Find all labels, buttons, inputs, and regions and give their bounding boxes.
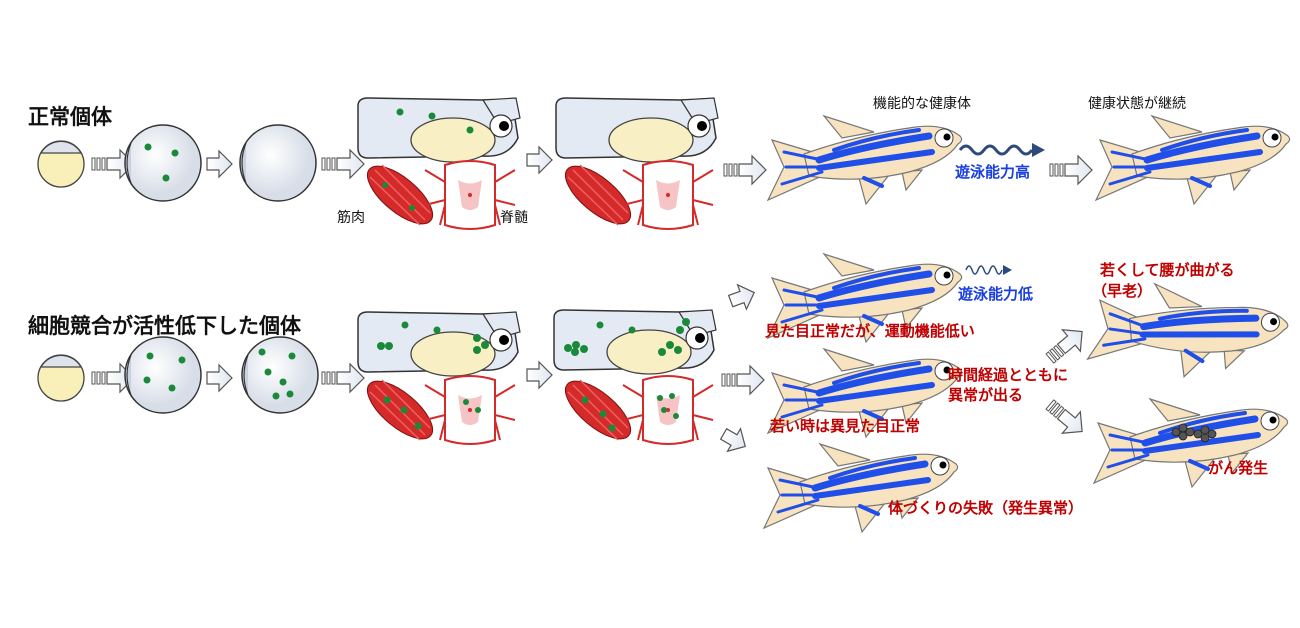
time-arrow-down [1040, 393, 1092, 443]
step-arrow [206, 364, 233, 392]
muscle [555, 370, 641, 450]
step-arrow [723, 155, 767, 185]
cord-cells [463, 399, 481, 413]
wavy-arrow-strong [958, 143, 1045, 157]
larva-with-cells [357, 97, 521, 163]
label-health-continues: 健康状態が継続 [1088, 95, 1186, 112]
larva [555, 97, 719, 163]
muscle [357, 370, 443, 450]
label-spinal-cord: 脊髄 [500, 210, 528, 226]
label-early-bending: 若くして腰が曲がる [1099, 261, 1235, 279]
muscle-cells [581, 396, 616, 432]
step-arrow [321, 149, 365, 179]
healthy-fish [768, 116, 962, 204]
label-cancer: がん発生 [1208, 459, 1268, 477]
label-swim-high: 遊泳能力高 [955, 163, 1030, 181]
label-low-motor: 見た目正常だが、運動機能低い [764, 322, 975, 340]
step-arrow [526, 361, 553, 389]
row-title-normal: 正常個体 [28, 105, 113, 129]
healthy-fish-later [1096, 116, 1290, 204]
label-functional-healthy: 機能的な健康体 [873, 95, 971, 112]
label-young-normal: 若い時は異見た目正常 [769, 417, 920, 435]
row-title-reduced: 細胞競合が活性低下した個体 [28, 314, 302, 338]
spinal-cord [424, 375, 516, 445]
muscle [555, 155, 641, 235]
spinal-cord [622, 160, 714, 230]
step-arrow [526, 146, 553, 174]
label-swim-low: 遊泳能力低 [958, 285, 1033, 303]
muscle-cells [382, 182, 415, 211]
sphere-embryo-late [239, 124, 317, 202]
step-arrow [321, 363, 365, 393]
label-muscle: 筋肉 [337, 209, 365, 226]
branch-arrow-mid [721, 365, 765, 395]
muscle-cells [383, 396, 422, 430]
time-arrow-up [1040, 320, 1092, 370]
larva-with-cells [357, 311, 521, 377]
sphere-embryo-early [124, 336, 202, 414]
wavy-arrow-weak [965, 265, 1012, 275]
sphere-embryo-early [124, 124, 202, 202]
branch-arrow-up [725, 279, 760, 314]
spinal-cord [622, 375, 714, 445]
larva-with-cell-clusters [553, 309, 717, 375]
muscle [357, 155, 443, 235]
cord-cells [657, 393, 679, 419]
label-dev-defect: 体づくりの失敗（発生異常） [888, 499, 1083, 517]
egg [37, 354, 85, 402]
branch-arrow-down [716, 422, 753, 459]
fish-with-tumor [1094, 399, 1288, 487]
label-over-time-2: 異常が出る [948, 386, 1023, 404]
label-over-time-1: 時間経過とともに [948, 366, 1068, 384]
sphere-embryo-late [241, 336, 319, 414]
label-premature-aging: （早老） [1092, 282, 1152, 300]
step-arrow [1049, 155, 1093, 185]
fish-dev-defect [764, 444, 958, 532]
egg [37, 140, 85, 188]
step-arrow [206, 150, 233, 178]
